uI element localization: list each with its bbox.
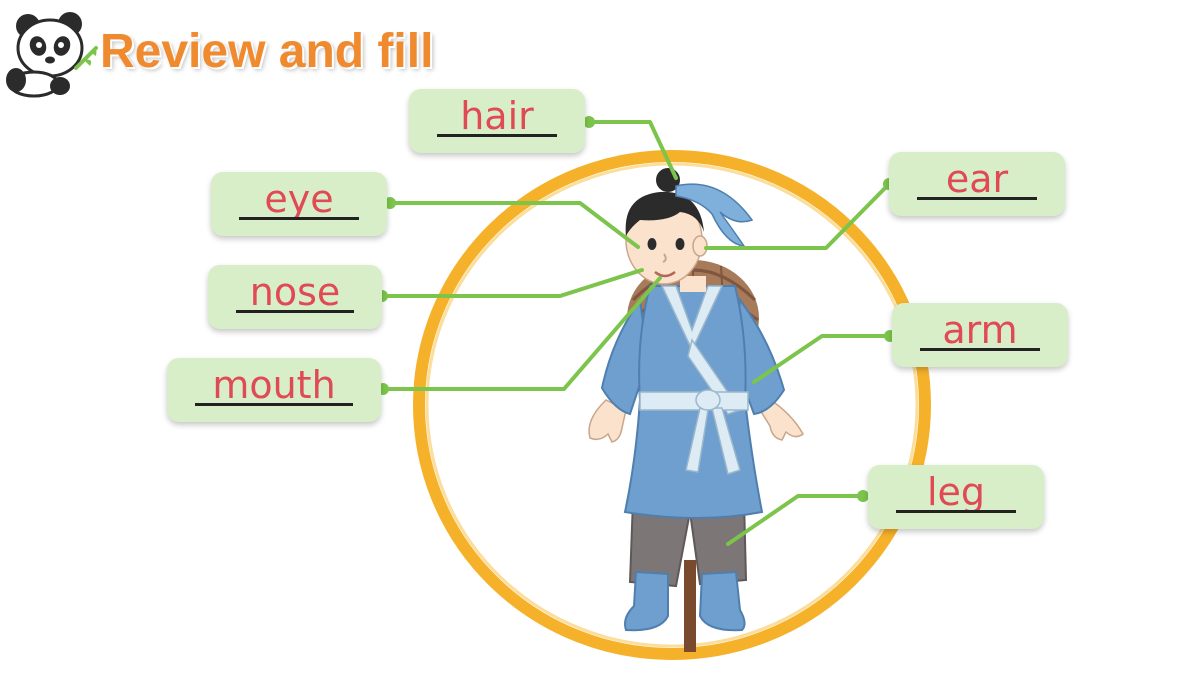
- left-hand: [588, 399, 627, 443]
- connector-ear: [704, 182, 891, 250]
- ear: [692, 235, 708, 257]
- blank-line-ear: [917, 197, 1037, 200]
- connectors: [380, 120, 892, 546]
- label-box-hair[interactable]: hair: [409, 89, 585, 153]
- blank-line-hair: [437, 134, 557, 137]
- label-box-arm[interactable]: arm: [892, 303, 1068, 367]
- connector-leg: [726, 494, 865, 546]
- eye: [647, 238, 657, 250]
- connector-hair: [587, 120, 678, 180]
- right-sleeve: [732, 297, 786, 416]
- right-hand: [759, 396, 804, 441]
- mouth: [654, 270, 676, 278]
- answer-leg: leg: [926, 470, 986, 514]
- answer-ear: ear: [945, 157, 1009, 201]
- right-boot: [698, 570, 746, 632]
- panda-icon: [6, 12, 98, 98]
- pole: [684, 560, 696, 652]
- answer-arm: arm: [942, 308, 1018, 352]
- sash: [639, 391, 749, 411]
- connector-nose: [380, 268, 644, 298]
- orange-ring-inner-edge: [425, 162, 919, 648]
- sash-knot: [695, 389, 721, 411]
- eye-2: [675, 238, 685, 250]
- label-box-mouth[interactable]: mouth: [167, 358, 381, 422]
- connector-mouth: [381, 276, 662, 391]
- connector-arm: [752, 334, 892, 384]
- blank-line-eye: [239, 217, 359, 220]
- neck: [680, 276, 706, 292]
- label-box-ear[interactable]: ear: [889, 152, 1065, 216]
- scarecrow-figure: [588, 168, 804, 652]
- page-title: Review and fill: [100, 25, 434, 78]
- dot-eye: [384, 197, 396, 209]
- answer-mouth: mouth: [212, 363, 336, 407]
- sash-tail-right: [711, 407, 741, 475]
- orange-ring: [413, 150, 931, 660]
- hair: [625, 191, 704, 236]
- dot-hair: [583, 116, 595, 128]
- answer-eye: eye: [264, 177, 334, 221]
- dot-leg: [857, 490, 869, 502]
- nose: [662, 253, 667, 263]
- answer-nose: nose: [249, 270, 341, 314]
- blank-line-nose: [236, 310, 354, 313]
- label-box-leg[interactable]: leg: [868, 465, 1044, 529]
- hair-ribbon: [675, 183, 754, 247]
- blank-line-mouth: [195, 403, 353, 406]
- label-box-nose[interactable]: nose: [208, 265, 382, 329]
- left-sleeve: [600, 297, 650, 416]
- answer-hair: hair: [460, 94, 534, 138]
- connector-eye: [388, 201, 640, 249]
- left-boot: [624, 570, 669, 632]
- blank-line-arm: [920, 348, 1040, 351]
- blank-line-leg: [896, 510, 1016, 513]
- label-box-eye[interactable]: eye: [211, 172, 387, 236]
